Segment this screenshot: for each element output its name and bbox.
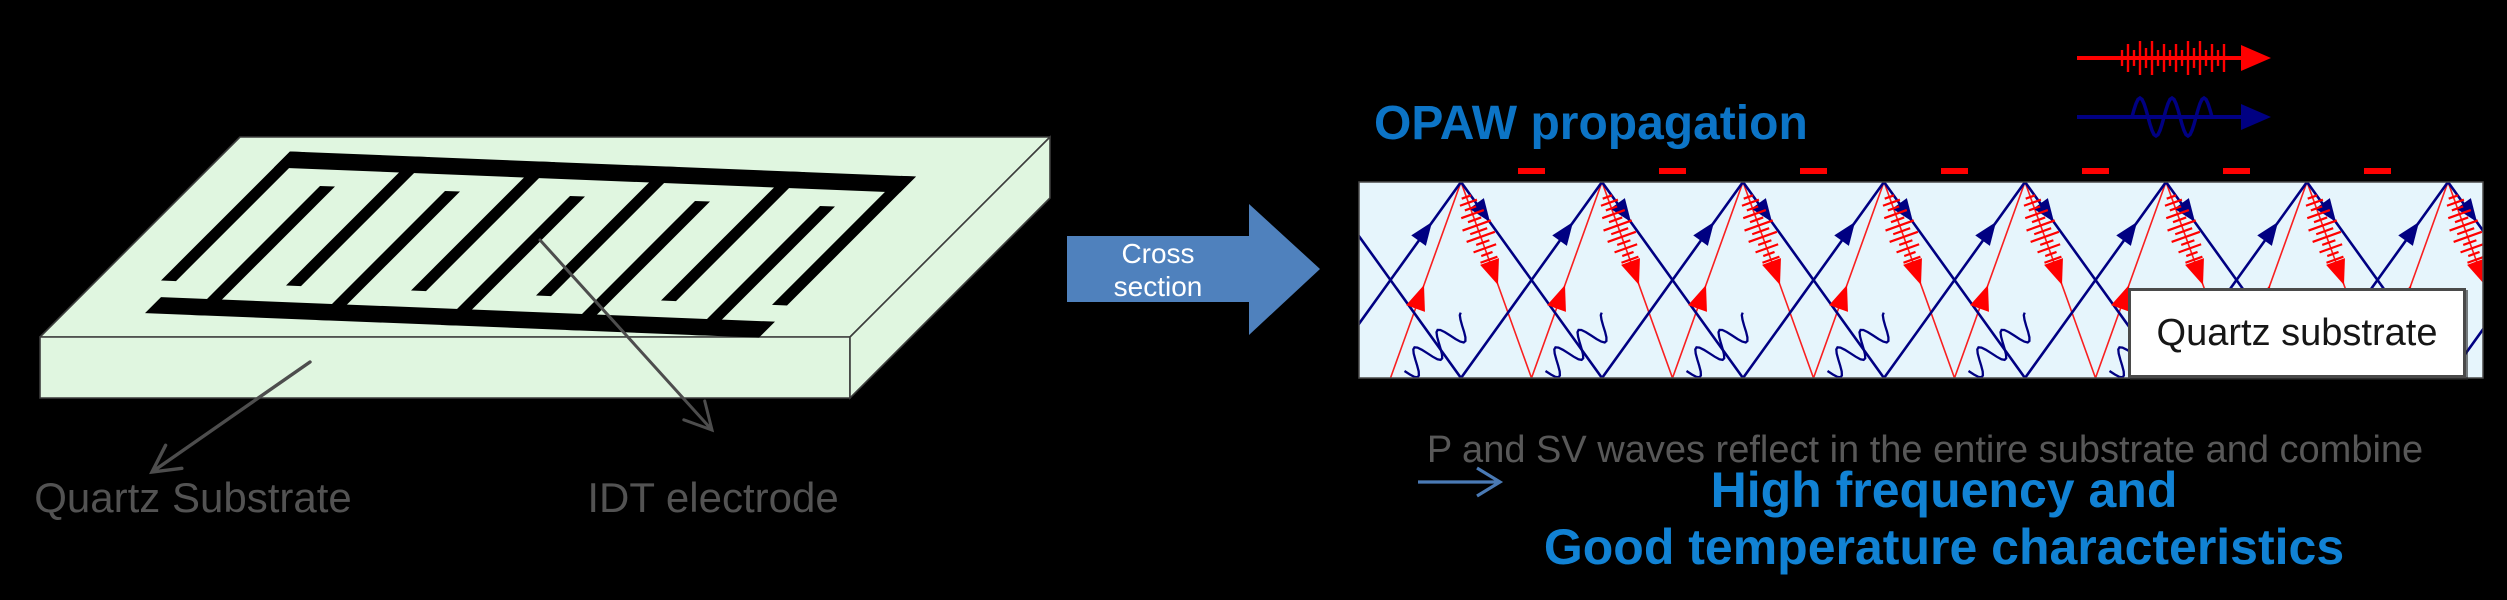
block-arrow-shape	[1067, 204, 1320, 335]
p-wave-arrowhead	[2111, 285, 2130, 312]
conclusion-line2: Good temperature characteristics	[1543, 519, 2345, 575]
cross-section-text-line1: Cross	[1121, 238, 1194, 269]
conclusion-line1: High frequency and	[1710, 462, 2178, 518]
p-wave-arrowhead	[1688, 285, 1707, 312]
idt-electrode-pattern	[145, 151, 916, 338]
sv-wave-arrowhead	[2033, 198, 2054, 222]
cross-section-text-line2: section	[1114, 271, 1203, 302]
slab-front-face	[39, 336, 851, 399]
sv-wave-arrowhead	[1469, 198, 1490, 222]
sv-wave-squiggle	[1826, 312, 1890, 378]
idt-finger	[536, 166, 680, 297]
surface-electrode-dash	[1659, 168, 1686, 174]
p-wave-compression-burst	[2023, 194, 2062, 269]
sv-wave-arrowhead	[2398, 222, 2419, 246]
p-wave-arrowhead	[1406, 285, 1425, 312]
sv-wave-arrowhead	[1610, 198, 1631, 222]
p-wave-legend-icon	[2077, 41, 2271, 75]
sv-wave-squiggle	[1967, 312, 2031, 378]
sv-wave-legend-icon	[2077, 95, 2271, 139]
idt-top-bus	[274, 151, 916, 193]
p-wave-arrowhead	[1547, 285, 1566, 312]
idt-finger	[772, 175, 916, 306]
sv-wave-squiggle	[1685, 312, 1749, 378]
p-wave-compression-burst	[2305, 194, 2344, 269]
substrate-outline	[1358, 181, 2484, 379]
idt-electrode-label: IDT electrode	[587, 474, 839, 521]
surface-electrode-dash	[2223, 168, 2250, 174]
reflect-caption: P and SV waves reflect in the entire sub…	[1426, 429, 2424, 471]
sv-wave-squiggle	[1544, 312, 1608, 378]
sv-wave-arrowhead	[1751, 198, 1772, 222]
implies-arrow	[1418, 466, 1504, 498]
sv-wave-arrowhead	[2174, 198, 2195, 222]
sv-wave-arrowhead	[2315, 198, 2336, 222]
quartz-substrate-label: Quartz Substrate	[34, 474, 352, 521]
sv-wave-arrowhead	[2116, 222, 2137, 246]
sv-wave-arrowhead	[1552, 222, 1573, 246]
right-arrow-icon	[1418, 466, 1504, 498]
sv-wave-ray	[1359, 182, 2483, 378]
quartz-slab-3d-diagram	[39, 135, 1051, 475]
opaw-propagation-title: OPAW propagation	[1374, 97, 1808, 150]
quartz-substrate-box-label: Quartz substrate	[2156, 311, 2438, 354]
sv-wave-arrowhead	[1411, 222, 1432, 246]
quartz-substrate-callout-arrow	[149, 360, 312, 475]
surface-electrode-dash	[1800, 168, 1827, 174]
idt-finger	[411, 161, 555, 292]
quartz-substrate-box: Quartz substrate	[2128, 288, 2466, 378]
p-wave-compression-burst	[1882, 194, 1921, 269]
wave-lattice	[1359, 182, 2483, 378]
idt-finger	[691, 205, 835, 336]
p-wave-compression-burst	[1741, 194, 1780, 269]
sv-wave-arrowhead	[1975, 222, 1996, 246]
sv-wave-legend-arrowhead	[2241, 104, 2271, 130]
sv-wave-arrowhead	[1834, 222, 1855, 246]
idt-finger	[566, 200, 710, 331]
p-wave-compression-burst	[2164, 194, 2203, 269]
cross-section-block-arrow: Cross section	[1067, 204, 1320, 335]
wave-legend	[2077, 41, 2271, 139]
idt-finger	[316, 190, 460, 321]
p-wave-compression-burst	[2446, 194, 2483, 269]
surface-electrode-dash	[1941, 168, 1968, 174]
sv-wave-squiggle	[1403, 312, 1467, 378]
surface-electrode-dash	[2082, 168, 2109, 174]
p-wave-compression-burst	[1600, 194, 1639, 269]
idt-finger	[441, 195, 585, 326]
p-wave-legend-arrowhead	[2241, 45, 2271, 71]
sv-wave-arrowhead	[1892, 198, 1913, 222]
surface-electrode-dash	[1518, 168, 1545, 174]
sv-wave-arrowhead	[1693, 222, 1714, 246]
idt-electrode-callout-arrow	[538, 238, 715, 433]
idt-finger	[661, 171, 805, 302]
idt-finger	[286, 156, 430, 287]
slab-right-face	[849, 135, 1051, 400]
idt-finger	[191, 185, 335, 316]
idt-finger	[161, 151, 305, 282]
p-wave-arrowhead	[1829, 285, 1848, 312]
sv-wave-arrowhead	[2257, 222, 2278, 246]
surface-electrode-dash	[2364, 168, 2391, 174]
p-wave-compression-burst	[1459, 194, 1498, 269]
sv-wave-arrowhead	[2456, 198, 2477, 222]
p-wave-arrowhead	[1970, 285, 1989, 312]
